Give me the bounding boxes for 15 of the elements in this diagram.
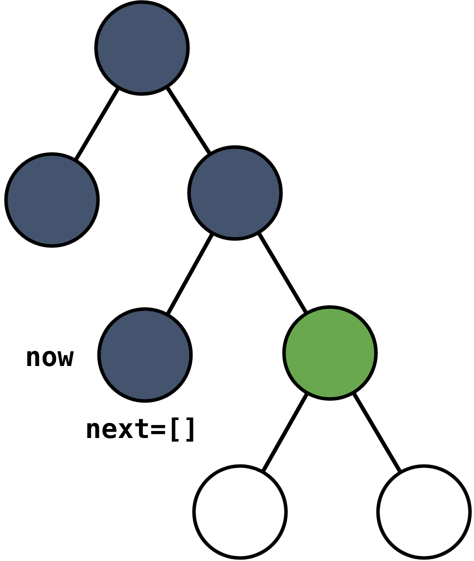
tree-edge [166, 86, 212, 154]
tree-node-circle [4, 152, 100, 248]
tree-node-circle [97, 307, 193, 403]
tree-node-circle [282, 305, 378, 401]
tree-edge [74, 88, 120, 160]
tree-edge [262, 393, 308, 472]
node-annotation: now [25, 344, 74, 371]
tree-node-circle [187, 145, 283, 241]
tree-edge [166, 234, 214, 314]
tree-edge [258, 232, 308, 314]
tree-node-circle [192, 464, 288, 560]
node-annotation: next=[] [85, 416, 199, 443]
tree-node-circle [376, 464, 472, 560]
tree-edge [352, 392, 402, 472]
tree-node-circle [94, 0, 190, 96]
